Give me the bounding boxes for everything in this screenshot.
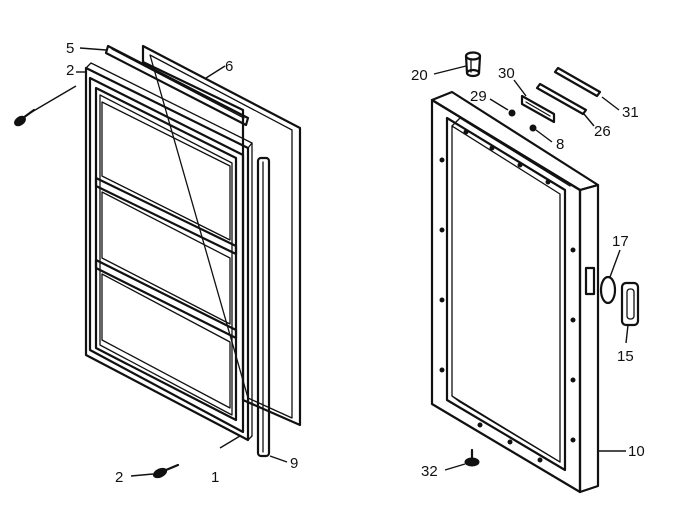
- callout-15: 15: [617, 348, 634, 365]
- part-30-top-bracket: [520, 94, 556, 124]
- part-2-screw-upper: [14, 108, 36, 127]
- part-26-strip: [535, 82, 588, 116]
- part-9-side-gasket: [256, 156, 271, 458]
- part-15-handle: [620, 281, 640, 327]
- part-8-screw: [529, 124, 537, 132]
- part-20-hinge-pin: [464, 51, 482, 78]
- part-10-door-frame: [430, 90, 600, 494]
- callout-20: 20: [411, 67, 428, 84]
- left-door-assembly: [14, 44, 302, 479]
- callout-17: 17: [612, 233, 629, 250]
- callout-labels: 5 2 6 2 1 9 20 30 29 31 26 8 17 15 10 32: [66, 40, 645, 486]
- leader-lines: [29, 47, 629, 477]
- right-door-assembly: [430, 51, 640, 494]
- callout-2-lower: 2: [115, 469, 123, 486]
- callout-29: 29: [470, 88, 487, 105]
- callout-9: 9: [290, 455, 298, 472]
- part-2-screw-lower: [152, 463, 180, 479]
- callout-32: 32: [421, 463, 438, 480]
- frame-rivets: [439, 129, 576, 463]
- part-31-strip: [553, 66, 602, 98]
- part-29-screw: [508, 109, 516, 117]
- callout-5: 5: [66, 40, 74, 57]
- callout-10: 10: [628, 443, 645, 460]
- callout-8: 8: [556, 136, 564, 153]
- callout-1: 1: [211, 469, 219, 486]
- callout-26: 26: [594, 123, 611, 140]
- part-1-door-panel: [84, 62, 253, 442]
- callout-6: 6: [225, 58, 233, 75]
- callout-2-upper: 2: [66, 62, 74, 79]
- callout-30: 30: [498, 65, 515, 82]
- callout-31: 31: [622, 104, 639, 121]
- part-32-foot: [464, 448, 480, 467]
- part-5-top-strip: [104, 44, 250, 127]
- part-17-handle-cover: [599, 275, 617, 305]
